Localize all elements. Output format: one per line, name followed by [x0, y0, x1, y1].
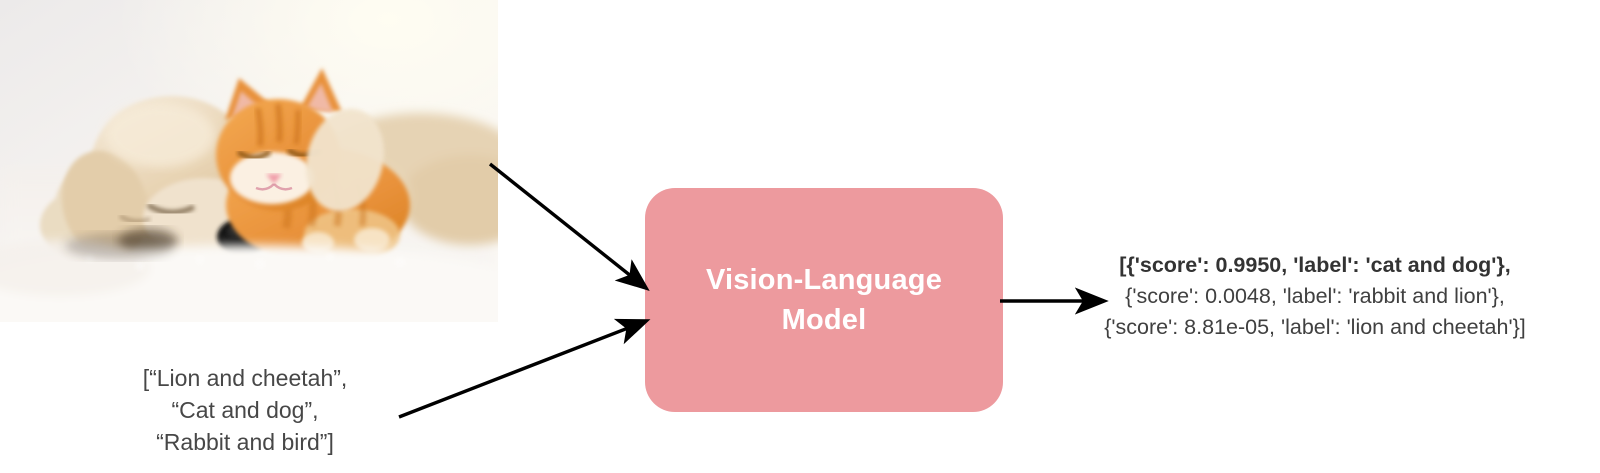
vision-language-model-box: Vision-Language Model [645, 188, 1003, 412]
prompt-line-2: “Cat and dog”, [171, 397, 319, 423]
model-box-label: Vision-Language Model [706, 260, 942, 340]
prompt-label-list: [“Lion and cheetah”, “Cat and dog”, “Rab… [95, 362, 395, 458]
input-image [0, 0, 498, 322]
output-line-1: [{'score': 0.9950, 'label': 'cat and dog… [1119, 253, 1511, 277]
output-line-2: {'score': 0.0048, 'label': 'rabbit and l… [1125, 284, 1505, 308]
text-input-arrow [398, 318, 651, 419]
prompt-line-1: [“Lion and cheetah”, [142, 365, 348, 391]
model-box-label-line-1: Vision-Language [705, 264, 943, 296]
output-line-3: {'score': 8.81e-05, 'label': 'lion and c… [1104, 315, 1526, 339]
image-input-arrow [488, 162, 650, 291]
puppy-kitten-photo [0, 0, 498, 322]
model-output-text: [{'score': 0.9950, 'label': 'cat and dog… [1065, 250, 1565, 343]
model-box-label-line-2: Model [781, 304, 867, 336]
prompt-line-3: “Rabbit and bird”] [156, 429, 334, 455]
